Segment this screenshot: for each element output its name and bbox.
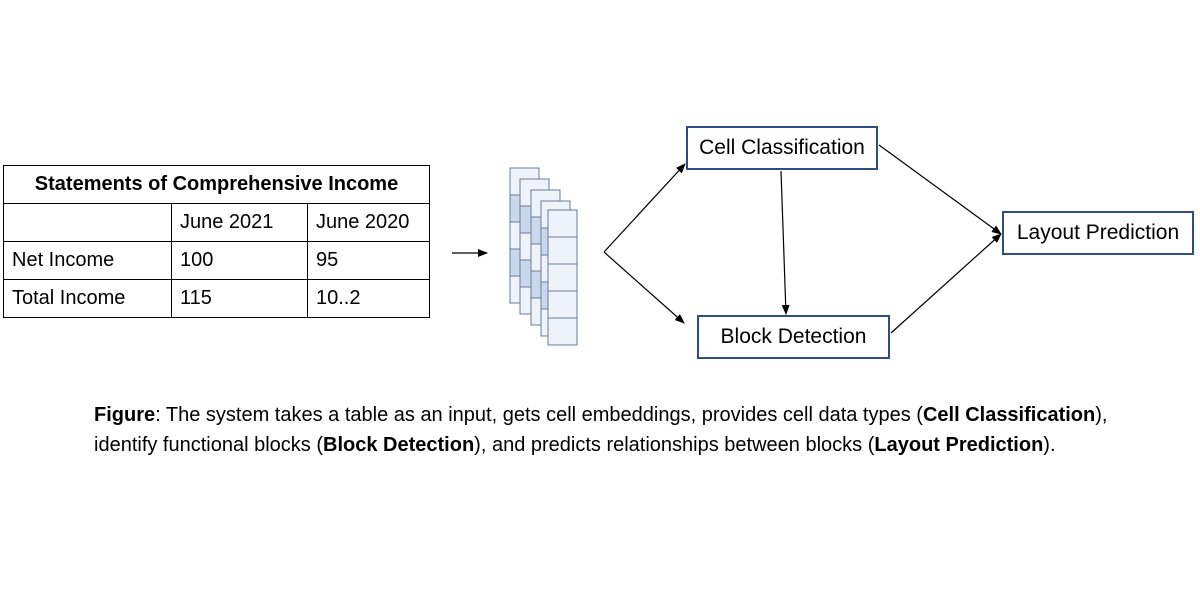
- arrow-cell-to-layout: [878, 144, 1002, 235]
- caption-text-3: identify functional blocks (: [94, 434, 324, 456]
- caption-bold-cell-classification: Cell Classification: [922, 404, 1096, 426]
- table-cell: 115: [171, 279, 308, 318]
- arrow-cell-to-block: [780, 170, 790, 315]
- caption-lead: Figure: [94, 404, 156, 426]
- embedding-cell: [547, 209, 578, 238]
- caption-text-1: : The system takes a table as an input, …: [155, 404, 923, 426]
- table-title-row: Statements of Comprehensive Income: [3, 165, 430, 204]
- cell-embeddings-stack: [509, 167, 578, 346]
- caption-bold-block-detection: Block Detection: [323, 434, 475, 456]
- header-cell-june-2021: June 2021: [171, 203, 308, 242]
- table-cell: 10..2: [307, 279, 430, 318]
- row-label: Total Income: [3, 279, 172, 318]
- row-label: Net Income: [3, 241, 172, 280]
- cell-classification-box: Cell Classification: [686, 126, 878, 170]
- caption-text-4: ), and predicts relationships between bl…: [474, 434, 875, 456]
- table-title: Statements of Comprehensive Income: [3, 165, 430, 204]
- arrow-to-cell-classification: [603, 163, 686, 253]
- header-cell-june-2020: June 2020: [307, 203, 430, 242]
- header-cell-empty: [3, 203, 172, 242]
- table-header-row: June 2021 June 2020: [3, 203, 430, 242]
- caption-text-5: ).: [1043, 434, 1056, 456]
- embedding-cell: [547, 263, 578, 292]
- arrow-to-block-detection: [603, 251, 685, 324]
- arrow-block-to-layout: [890, 233, 1002, 334]
- embedding-cell: [547, 236, 578, 265]
- embedding-cell: [547, 290, 578, 319]
- layout-prediction-box: Layout Prediction: [1002, 211, 1194, 255]
- table-row: Total Income 115 10..2: [3, 279, 430, 318]
- block-detection-box: Block Detection: [697, 315, 890, 359]
- income-table: Statements of Comprehensive Income June …: [3, 165, 430, 318]
- table-cell: 100: [171, 241, 308, 280]
- table-row: Net Income 100 95: [3, 241, 430, 280]
- embedding-cell: [547, 317, 578, 346]
- table-cell: 95: [307, 241, 430, 280]
- figure-caption: Figure: The system takes a table as an i…: [94, 400, 1194, 460]
- caption-text-2: ),: [1095, 404, 1108, 426]
- caption-bold-layout-prediction: Layout Prediction: [874, 434, 1044, 456]
